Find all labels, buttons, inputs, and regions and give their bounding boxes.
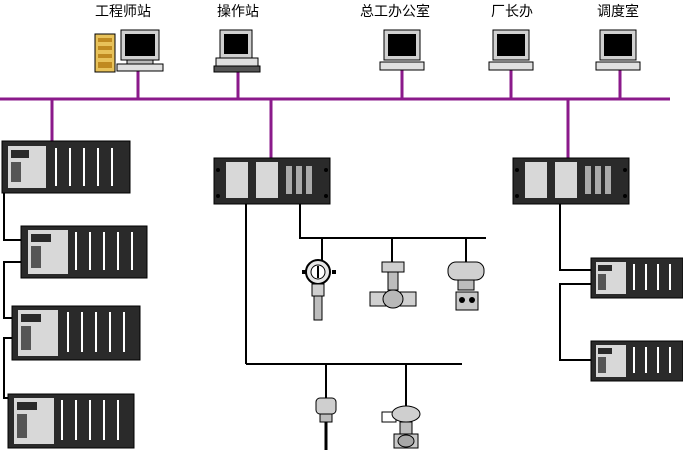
right-rack-wiring xyxy=(559,204,592,361)
director-office-computer-icon xyxy=(488,29,534,71)
io-rack-left-4 xyxy=(7,393,135,449)
plc-rack-center xyxy=(213,157,331,205)
operator-station-label: 操作站 xyxy=(217,4,259,20)
io-rack-left-2 xyxy=(20,225,148,279)
pressure-transmitter-icon xyxy=(302,259,336,321)
actuated-valve-icon xyxy=(381,405,421,449)
chief-engineer-office-label: 总工办公室 xyxy=(360,3,430,20)
temperature-sensor-icon xyxy=(315,397,337,450)
valve-actuator-icon xyxy=(447,261,485,311)
io-rack-right-2 xyxy=(590,340,683,382)
engineering-station-label: 工程师站 xyxy=(95,4,151,20)
director-office-label: 厂长办 xyxy=(491,4,533,20)
server-tower-icon xyxy=(94,33,116,73)
dispatch-room-label: 调度室 xyxy=(597,3,639,20)
chief-office-computer-icon xyxy=(379,29,425,71)
engineering-computer-icon xyxy=(116,29,164,72)
center-field-wiring xyxy=(245,204,486,408)
plc-rack-right xyxy=(512,157,630,205)
io-rack-left-1 xyxy=(1,140,131,194)
control-valve-icon xyxy=(369,261,417,309)
dispatch-room-computer-icon xyxy=(595,29,641,71)
io-rack-left-3 xyxy=(11,305,141,361)
io-rack-right-1 xyxy=(590,257,683,299)
left-rack-chain-wiring xyxy=(3,192,22,399)
plant-network-bus xyxy=(0,66,670,158)
operator-computer-icon xyxy=(213,29,261,73)
